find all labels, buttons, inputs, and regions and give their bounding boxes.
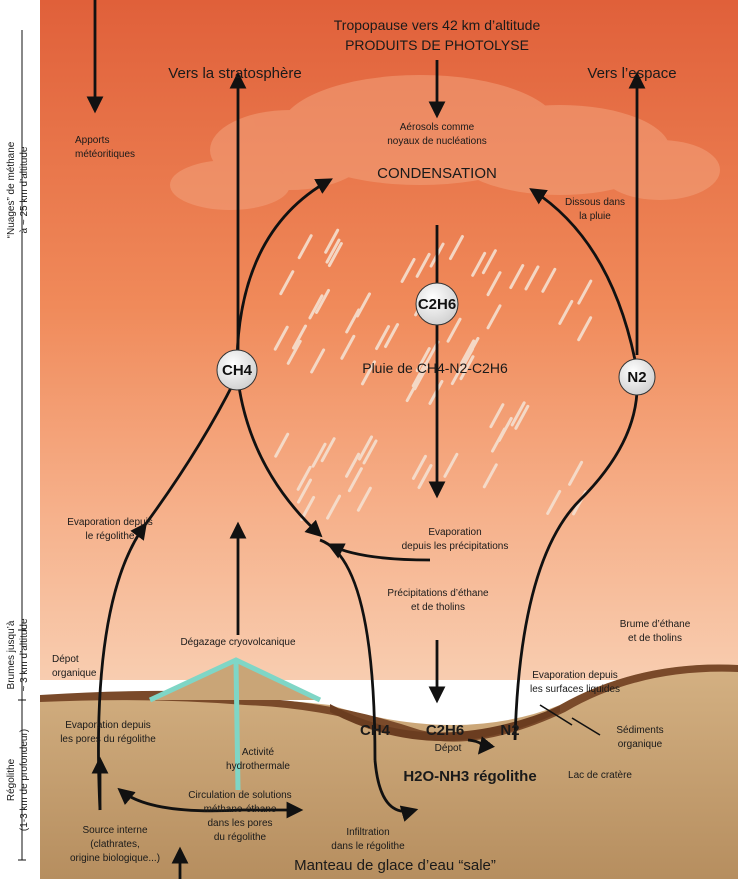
- label-infiltration-2: dans le régolithe: [331, 841, 405, 852]
- label-degazage: Dégazage cryovolcanique: [180, 637, 296, 648]
- label-evap-regolith-2: le régolithe: [86, 531, 135, 542]
- label-circulation-4: du régolithe: [214, 832, 267, 843]
- label-rain: Pluie de CH4-N2-C2H6: [362, 360, 508, 376]
- label-brume-2: et de tholins: [628, 633, 682, 644]
- label-brume-1: Brume d’éthane: [620, 619, 691, 630]
- label-circulation-3: dans les pores: [207, 818, 272, 829]
- label-evap-surf-2: les surfaces liquides: [530, 684, 620, 695]
- label-activite-2: hydrothermale: [226, 761, 290, 772]
- label-condensation: CONDENSATION: [377, 165, 497, 182]
- label-meteor-1: Apports: [75, 135, 109, 146]
- label-evap-precip-2: depuis les précipitations: [402, 541, 509, 552]
- label-activite-1: Activité: [242, 747, 275, 758]
- label-ch4-surface: CH4: [360, 722, 391, 739]
- label-dissous-1: Dissous dans: [565, 197, 625, 208]
- label-c2h6-circle: C2H6: [418, 296, 456, 313]
- label-n2-circle: N2: [627, 369, 646, 386]
- label-precip-ethane-1: Précipitations d’éthane: [387, 588, 489, 599]
- label-evap-surf-1: Evaporation depuis: [532, 670, 618, 681]
- label-evap-pores-2: les pores du régolithe: [60, 734, 156, 745]
- label-sediments-1: Sédiments: [616, 725, 663, 736]
- label-depot: Dépot: [435, 743, 462, 754]
- side-label-regolithe-1: Régolithe: [6, 758, 17, 801]
- label-photolysis: PRODUITS DE PHOTOLYSE: [345, 37, 529, 53]
- label-meteor-2: météoritiques: [75, 149, 135, 160]
- side-label-brumes-2: ~ 3 km d’altitude: [19, 618, 30, 692]
- label-n2-surface: N2: [500, 722, 519, 739]
- label-regolith: H2O-NH3 régolithe: [403, 768, 536, 785]
- label-depot-org-2: organique: [52, 668, 97, 679]
- label-circulation-1: Circulation de solutions: [188, 790, 291, 801]
- label-evap-pores-1: Evaporation depuis: [65, 720, 151, 731]
- side-label-brumes-1: Brumes jusqu’à: [6, 620, 17, 689]
- label-tropopause: Tropopause vers 42 km d’altitude: [334, 17, 541, 33]
- label-ch4-circle: CH4: [222, 362, 253, 379]
- label-depot-org-1: Dépot: [52, 654, 79, 665]
- label-evap-regolith-1: Evaporation depuis: [67, 517, 153, 528]
- label-source-2: (clathrates,: [90, 839, 139, 850]
- label-aerosol-1: Aérosols comme: [400, 122, 475, 133]
- label-aerosol-2: noyaux de nucléations: [387, 136, 487, 147]
- side-label-nuages-2: à ~ 25 km d’altitude: [19, 146, 30, 233]
- side-label-regolithe-2: (1-3 km de profondeur): [19, 729, 30, 831]
- label-dissous-2: la pluie: [579, 211, 611, 222]
- label-source-1: Source interne: [82, 825, 147, 836]
- label-manteau: Manteau de glace d’eau “sale”: [294, 857, 496, 874]
- label-space: Vers l’espace: [587, 65, 676, 82]
- label-precip-ethane-2: et de tholins: [411, 602, 465, 613]
- label-c2h6-surface: C2H6: [426, 722, 464, 739]
- label-circulation-2: méthane-éthane: [204, 804, 277, 815]
- label-infiltration-1: Infiltration: [346, 827, 389, 838]
- label-sediments-2: organique: [618, 739, 663, 750]
- side-label-nuages-1: “Nuages” de méthane: [6, 141, 17, 238]
- label-lac: Lac de cratère: [568, 770, 632, 781]
- label-stratosphere: Vers la stratosphère: [168, 65, 301, 82]
- label-evap-precip-1: Evaporation: [428, 527, 481, 538]
- label-source-3: origine biologique...): [70, 853, 160, 864]
